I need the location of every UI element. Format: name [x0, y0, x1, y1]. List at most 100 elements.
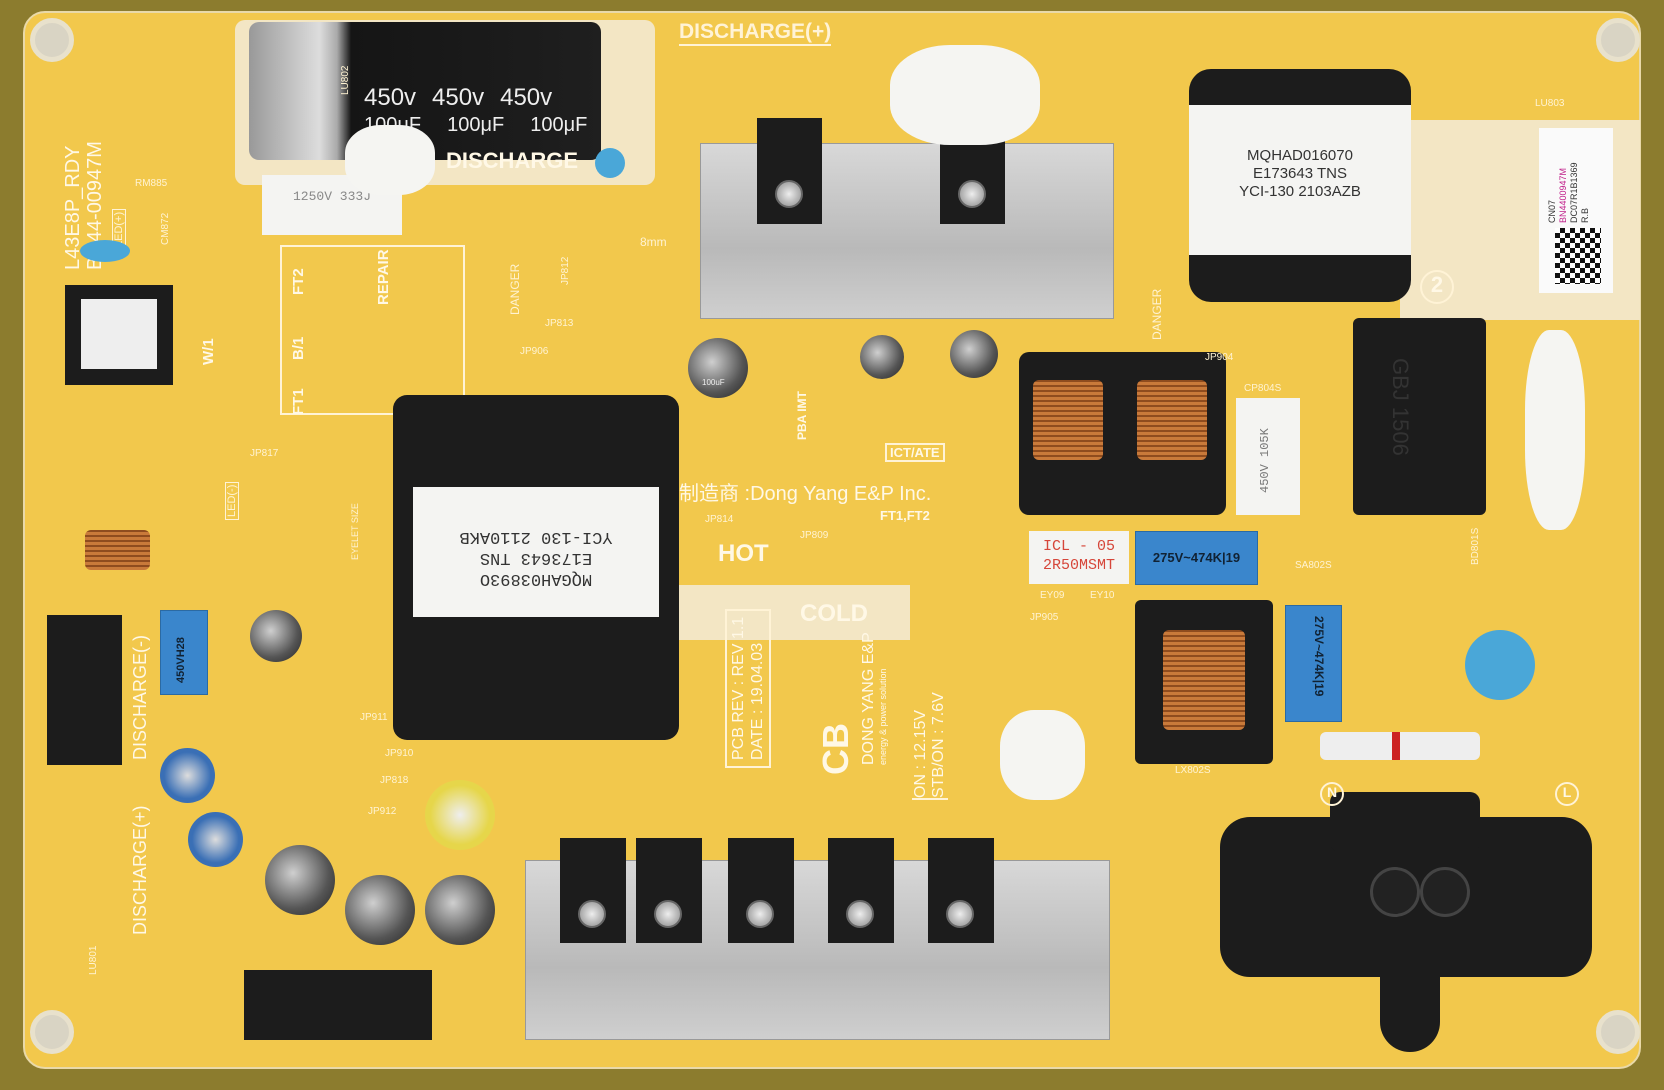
- ref-label: SA802S: [1295, 560, 1332, 571]
- screw-icon: [578, 900, 606, 928]
- ac-power-connector[interactable]: [1220, 792, 1592, 1052]
- ft2-label: FT2: [290, 268, 307, 295]
- rectifier-diode: [728, 838, 794, 943]
- line-filter: [1135, 600, 1273, 764]
- cb-label: CB: [815, 723, 856, 775]
- x2-capacitor: 275V~474K|19: [1135, 531, 1258, 585]
- rating: 450v: [500, 84, 553, 111]
- danger-label: DANGER: [508, 263, 522, 315]
- electrolytic-capacitor: [265, 845, 335, 915]
- bridge-rectifier: GBJ 1506: [1353, 318, 1486, 515]
- standby-transformer: [65, 285, 173, 385]
- bridge-label: GBJ 1506: [1388, 358, 1413, 456]
- sticker-line: DC07R1B1369: [1569, 162, 1579, 223]
- sticker-line: BN4400947M: [1558, 167, 1568, 223]
- output-connector[interactable]: [47, 615, 122, 765]
- ref-label: JP912: [368, 806, 397, 817]
- electrolytic-capacitor: [425, 875, 495, 945]
- small-capacitor: 100uF: [688, 338, 748, 398]
- capacitance: 100μF: [530, 114, 588, 136]
- coil: [1163, 630, 1245, 730]
- pcb-rev-text: PCB REV : REV 1.1: [730, 616, 747, 760]
- electrolytic-capacitor: [160, 748, 215, 803]
- sticker-line: CN07: [1547, 199, 1557, 223]
- varistor: [1465, 630, 1535, 700]
- mosfet: [757, 118, 822, 224]
- small-cap-label: 100uF: [702, 378, 725, 387]
- fuse: [1320, 732, 1480, 760]
- discharge-plus-left-label: DISCHARGE(+): [130, 805, 150, 935]
- connector-pin: [1370, 867, 1420, 917]
- screw-icon: [946, 900, 974, 928]
- top-heatsink: [700, 143, 1114, 319]
- fuse-band: [1392, 732, 1400, 760]
- qr-code: [1555, 228, 1601, 284]
- discharge-plus-label: DISCHARGE(+): [679, 20, 832, 46]
- ref-label: JP904: [1205, 352, 1234, 363]
- ceramic-capacitor: [595, 148, 625, 178]
- ict-ate-label: ICT/ATE: [885, 443, 945, 462]
- ref-label: CM872: [160, 212, 171, 245]
- connector-top: [1330, 792, 1480, 852]
- ref-label: JP817: [250, 448, 279, 459]
- pcb-date-text: DATE : 19.04.03: [749, 642, 766, 760]
- electrolytic-capacitor: [188, 812, 243, 867]
- capacitance: 100μF: [447, 114, 505, 136]
- screw-icon: [654, 900, 682, 928]
- b1-label: B/1: [290, 336, 307, 360]
- glue: [345, 125, 435, 195]
- screw-icon: [846, 900, 874, 928]
- voltage-stb-text: STB/ON : 7.6V: [930, 692, 947, 798]
- transformer-line: YCI-130 2110AKB: [459, 527, 613, 546]
- mm-label: 8mm: [640, 235, 667, 249]
- x-cap-label: 450V 105K: [1258, 428, 1272, 493]
- inductor-line: MQHAD016070: [1247, 147, 1353, 164]
- discharge-minus-label: DISCHARGE(-): [130, 635, 150, 760]
- coil: [1033, 380, 1103, 460]
- inductor: [85, 530, 150, 570]
- transformer-core: [81, 299, 157, 369]
- ref-label: JP905: [1030, 612, 1059, 623]
- output-connector-bottom[interactable]: [244, 970, 432, 1040]
- w1-label: W/1: [200, 338, 217, 365]
- cold-label: COLD: [800, 600, 868, 627]
- hot-label: HOT: [718, 540, 769, 567]
- x2-cap-label: 275V~474K|19: [1312, 616, 1326, 697]
- screw-icon: [746, 900, 774, 928]
- electrolytic-capacitor: [345, 875, 415, 945]
- thermistor-line: ICL - 05: [1042, 538, 1115, 555]
- ref-label: JP809: [800, 530, 829, 541]
- electrolytic-capacitor: [860, 335, 904, 379]
- mounting-hole: [30, 1010, 74, 1054]
- ref-label: LU802: [340, 65, 351, 95]
- ref-label: LU801: [88, 945, 99, 975]
- pba-imt-label: PBA IMT: [795, 391, 809, 440]
- brand-tagline: energy & power solution: [878, 668, 888, 765]
- ref-label: JP812: [560, 256, 571, 285]
- rectifier-diode: [560, 838, 626, 943]
- ref-label: JP911: [360, 712, 388, 723]
- discharge-label: DISCHARGE: [446, 148, 579, 173]
- transformer-line: MQGAH03893O: [479, 569, 593, 588]
- ref-label: JP906: [520, 346, 549, 357]
- glue: [1000, 710, 1085, 800]
- glue: [1525, 330, 1585, 530]
- ceramic-capacitor: [80, 240, 130, 262]
- electrolytic-capacitor: [950, 330, 998, 378]
- neutral-mark: N: [1320, 782, 1344, 806]
- test-grid: [280, 245, 465, 415]
- mounting-hole: [1596, 1010, 1640, 1054]
- electrolytic-capacitor: [425, 780, 495, 850]
- x-capacitor: 450V 105K: [1236, 398, 1300, 515]
- ref-label: CP804S: [1244, 383, 1282, 394]
- connector-pin: [1420, 867, 1470, 917]
